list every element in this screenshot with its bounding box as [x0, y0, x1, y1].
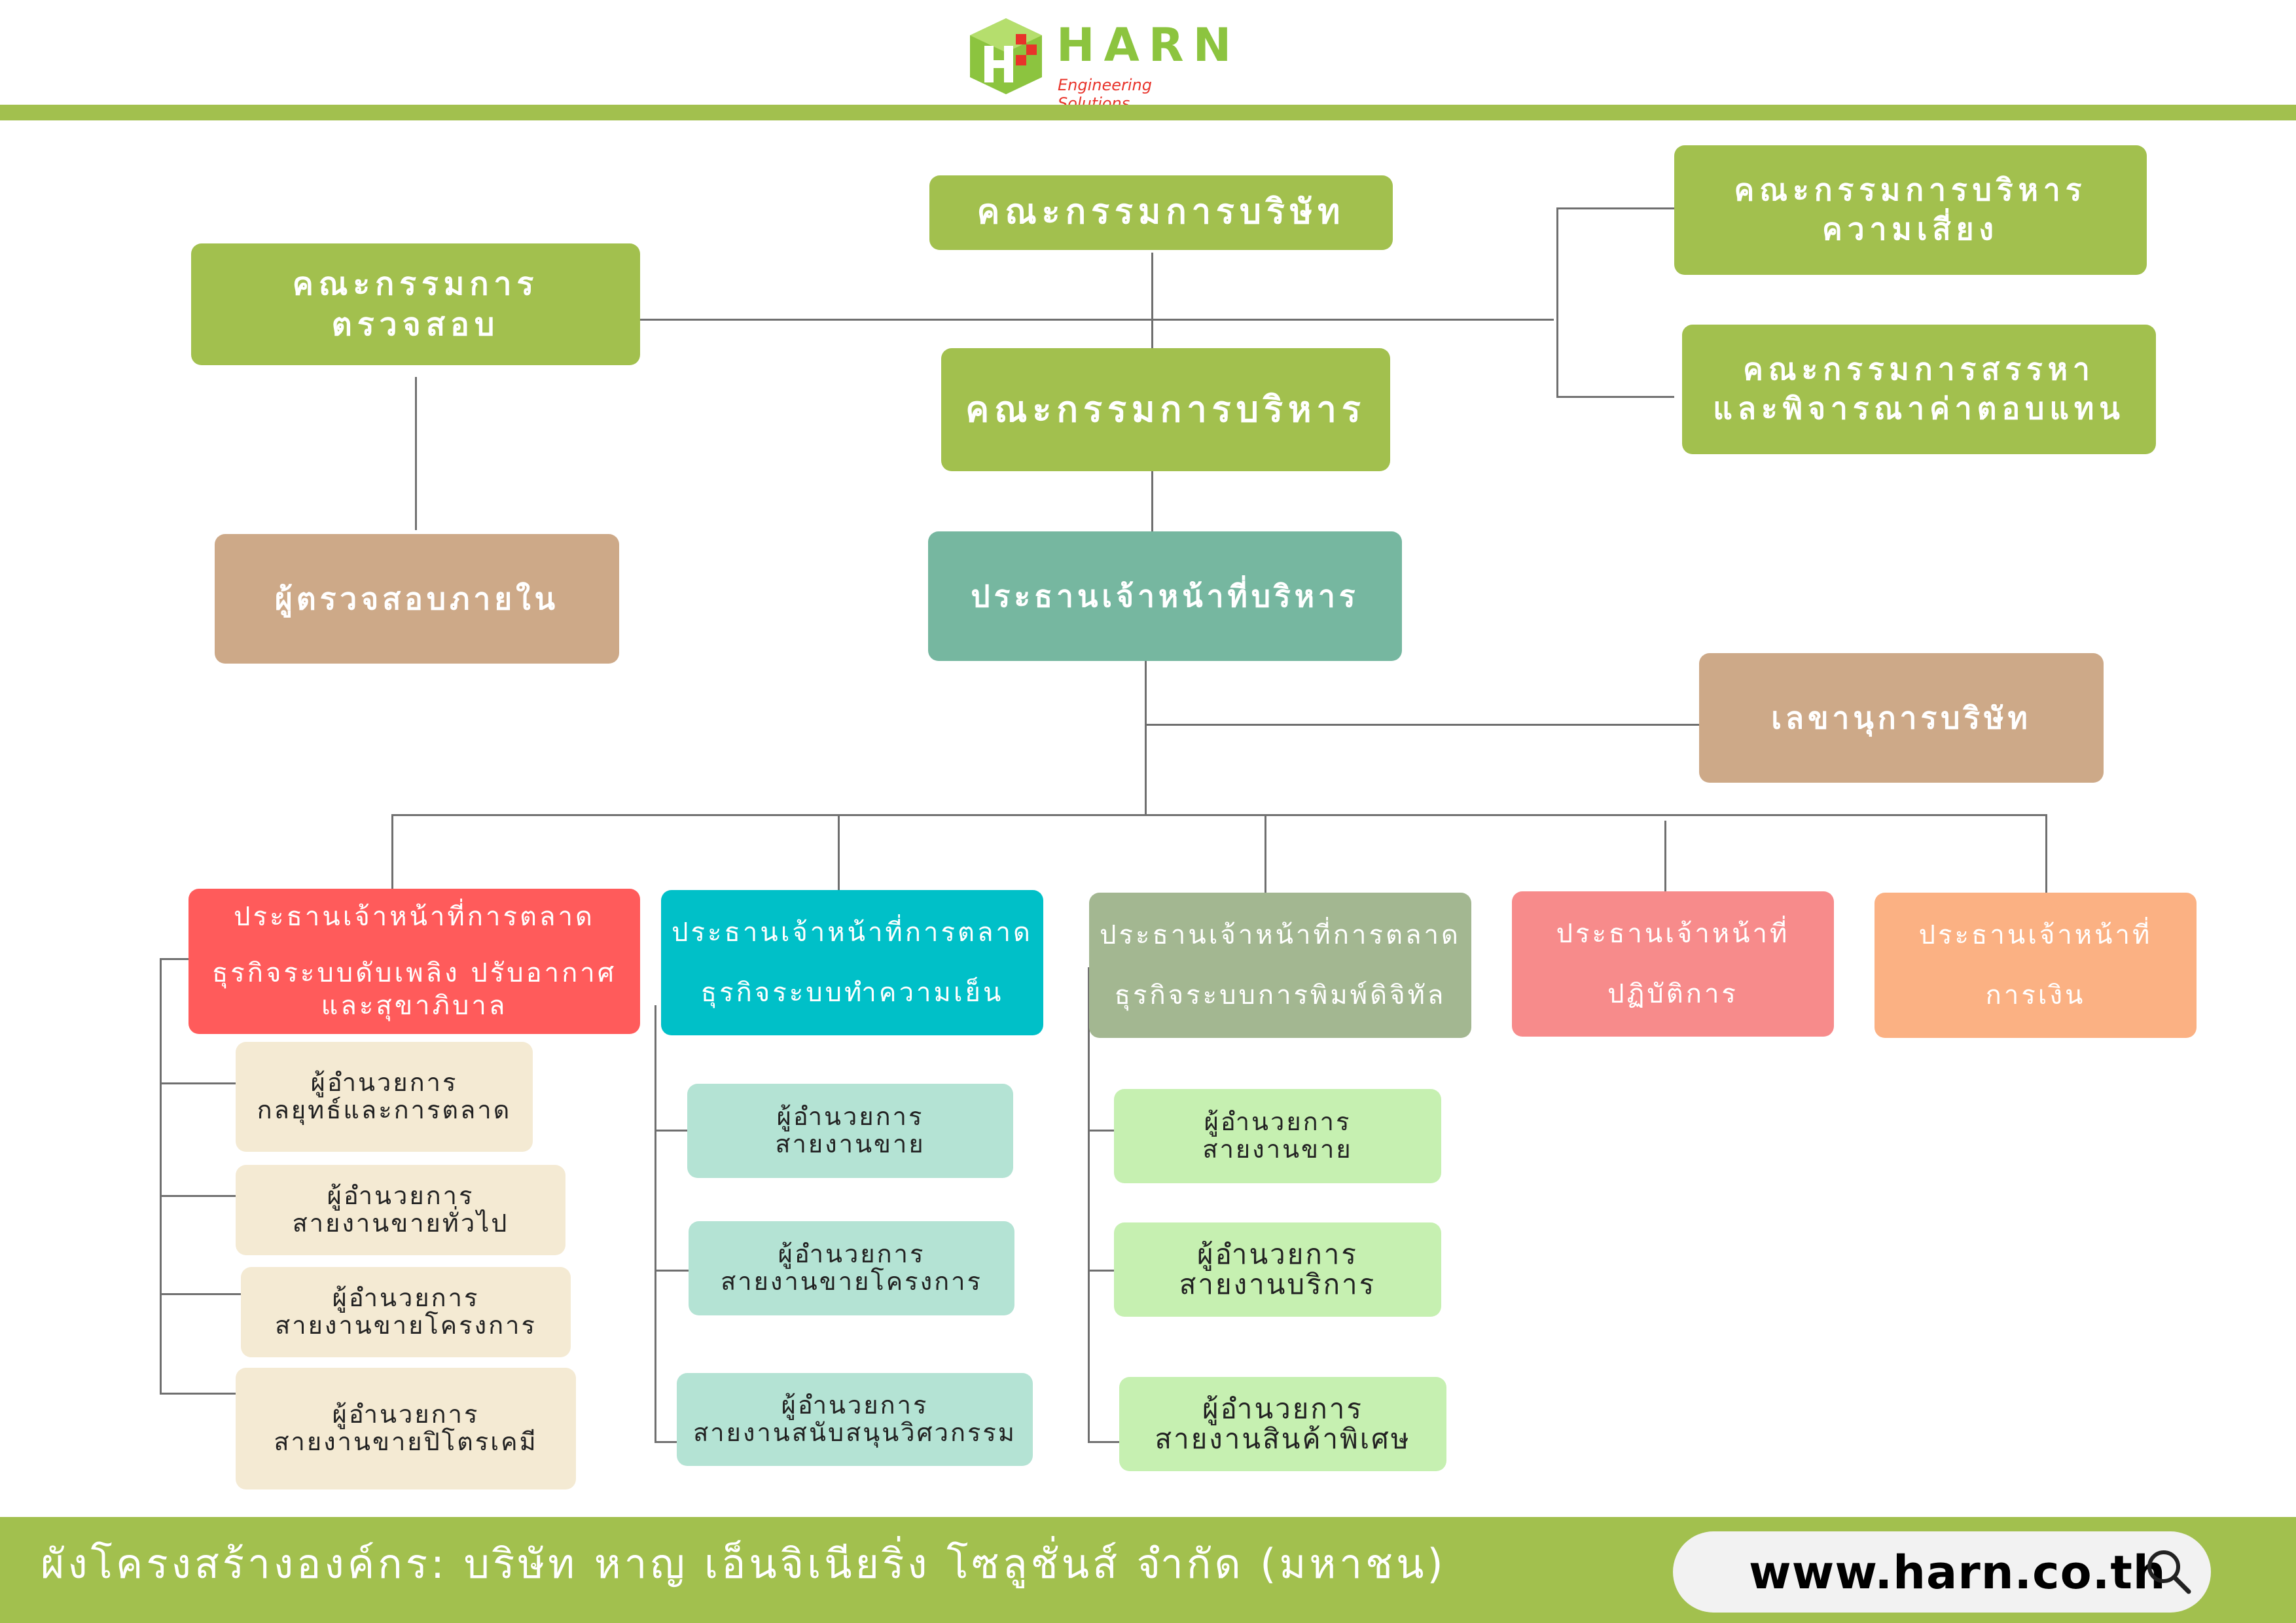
internal-auditor-box: ผู้ตรวจสอบภายใน [215, 534, 619, 664]
risk-committee-box: คณะกรรมการบริหาร ความเสี่ยง [1674, 145, 2147, 275]
harn-logo: HARN Engineering Solutions [965, 14, 1231, 113]
connector [160, 1293, 241, 1295]
connector [160, 958, 162, 1394]
connector [640, 319, 1554, 321]
unit-strategy-marketing: ผู้อำนวยการ กลยุทธ์และการตลาด [236, 1042, 533, 1152]
header-divider [0, 105, 2296, 120]
unit-label: ผู้อำนวยการ สายงานสินค้าพิเศษ [1155, 1392, 1411, 1455]
division-title: ประธานเจ้าหน้าที่การตลาด [672, 918, 1033, 948]
division-title: ประธานเจ้าหน้าที่ [1556, 919, 1790, 949]
connector [160, 1082, 237, 1084]
unit-label: ผู้อำนวยการ สายงานบริการ [1179, 1238, 1376, 1300]
connector [415, 377, 417, 530]
division-subtitle: ธุรกิจระบบการพิมพ์ดิจิทัล [1114, 980, 1446, 1010]
connector [1088, 1441, 1119, 1443]
connector [1151, 253, 1153, 351]
connector [655, 1441, 677, 1443]
nomination-committee-label: คณะกรรมการสรรหา และพิจารณาค่าตอบแทน [1713, 351, 2125, 426]
unit-project-sales: ผู้อำนวยการ สายงานขายโครงการ [689, 1221, 1014, 1315]
unit-service: ผู้อำนวยการ สายงานบริการ [1114, 1222, 1441, 1317]
connector [1088, 1270, 1115, 1272]
website-url[interactable]: www.harn.co.th [1749, 1546, 2166, 1599]
division-finance: ประธานเจ้าหน้าที่ การเงิน [1874, 893, 2197, 1038]
unit-general-sales: ผู้อำนวยการ สายงานขายทั่วไป [236, 1165, 565, 1255]
unit-special-products: ผู้อำนวยการ สายงานสินค้าพิเศษ [1119, 1377, 1446, 1471]
unit-sales: ผู้อำนวยการ สายงานขาย [687, 1084, 1013, 1178]
connector [391, 814, 2047, 816]
division-subtitle: ปฏิบัติการ [1607, 979, 1738, 1009]
unit-label: ผู้อำนวยการ สายงานขาย [1202, 1107, 1353, 1164]
internal-auditor-label: ผู้ตรวจสอบภายใน [274, 580, 560, 616]
harn-cube-logo-icon [970, 18, 1042, 94]
unit-petrochemical-sales: ผู้อำนวยการ สายงานขายปิโตรเคมี [236, 1368, 576, 1489]
connector [160, 958, 190, 960]
unit-label: ผู้อำนวยการ สายงานขายทั่วไป [292, 1181, 509, 1238]
division-subtitle: ธุรกิจระบบดับเพลิง ปรับอากาศ และสุขาภิบา… [211, 958, 617, 1021]
division-subtitle: การเงิน [1985, 980, 2086, 1010]
executive-committee-box: คณะกรรมการบริหาร [941, 348, 1390, 471]
connector [160, 1393, 237, 1395]
ceo-box: ประธานเจ้าหน้าที่บริหาร [928, 531, 1402, 661]
unit-sales: ผู้อำนวยการ สายงานขาย [1114, 1089, 1441, 1183]
audit-committee-box: คณะกรรมการ ตรวจสอบ [191, 243, 640, 365]
unit-label: ผู้อำนวยการ กลยุทธ์และการตลาด [257, 1068, 512, 1124]
connector [1556, 207, 1674, 209]
risk-committee-label: คณะกรรมการบริหาร ความเสี่ยง [1734, 172, 2087, 247]
company-board-label: คณะกรรมการบริษัท [977, 192, 1346, 232]
connector [2045, 814, 2047, 893]
connector [838, 814, 840, 890]
executive-committee-label: คณะกรรมการบริหาร [965, 388, 1366, 430]
search-icon[interactable] [2143, 1546, 2195, 1598]
unit-label: ผู้อำนวยการ สายงานสนับสนุนวิศวกรรม [693, 1391, 1016, 1447]
connector [1088, 1130, 1115, 1132]
unit-label: ผู้อำนวยการ สายงานขายโครงการ [721, 1240, 982, 1296]
connector [1556, 396, 1674, 398]
unit-engineering-support: ผู้อำนวยการ สายงานสนับสนุนวิศวกรรม [677, 1373, 1033, 1466]
division-digital-printing: ประธานเจ้าหน้าที่การตลาด ธุรกิจระบบการพิ… [1089, 893, 1471, 1038]
connector [655, 1270, 689, 1272]
connector [1145, 724, 1700, 726]
company-secretary-box: เลขานุการบริษัท [1699, 653, 2104, 783]
division-title: ประธานเจ้าหน้าที่การตลาด [234, 902, 595, 932]
division-subtitle: ธุรกิจระบบทำความเย็น [700, 978, 1004, 1008]
connector [1145, 661, 1147, 815]
unit-label: ผู้อำนวยการ สายงานขาย [775, 1102, 925, 1158]
connector [1556, 207, 1558, 397]
ceo-label: ประธานเจ้าหน้าที่บริหาร [971, 578, 1359, 614]
unit-project-sales: ผู้อำนวยการ สายงานขายโครงการ [241, 1267, 571, 1357]
url-search-bar[interactable] [1673, 1531, 2211, 1613]
nomination-committee-box: คณะกรรมการสรรหา และพิจารณาค่าตอบแทน [1682, 325, 2156, 454]
unit-label: ผู้อำนวยการ สายงานขายโครงการ [275, 1283, 537, 1340]
company-board-box: คณะกรรมการบริษัท [929, 175, 1393, 250]
connector [655, 1005, 656, 1442]
footer-caption: ผังโครงสร้างองค์กร: บริษัท หาญ เอ็นจิเนี… [41, 1540, 1446, 1588]
division-fire-hvac: ประธานเจ้าหน้าที่การตลาด ธุรกิจระบบดับเพ… [188, 889, 640, 1034]
division-title: ประธานเจ้าหน้าที่ [1918, 920, 2153, 950]
division-title: ประธานเจ้าหน้าที่การตลาด [1100, 920, 1461, 950]
connector [1664, 821, 1666, 891]
connector [391, 814, 393, 890]
connector [655, 1130, 689, 1132]
division-operations: ประธานเจ้าหน้าที่ ปฏิบัติการ [1512, 891, 1834, 1037]
unit-label: ผู้อำนวยการ สายงานขายปิโตรเคมี [274, 1400, 538, 1456]
connector [160, 1195, 237, 1197]
company-secretary-label: เลขานุการบริษัท [1771, 700, 2032, 736]
connector [1151, 470, 1153, 533]
audit-committee-label: คณะกรรมการ ตรวจสอบ [292, 265, 539, 343]
connector [1265, 814, 1266, 893]
division-refrigeration: ประธานเจ้าหน้าที่การตลาด ธุรกิจระบบทำควา… [661, 890, 1043, 1035]
connector [1088, 967, 1090, 1442]
logo-wordmark: HARN [1056, 18, 1241, 72]
